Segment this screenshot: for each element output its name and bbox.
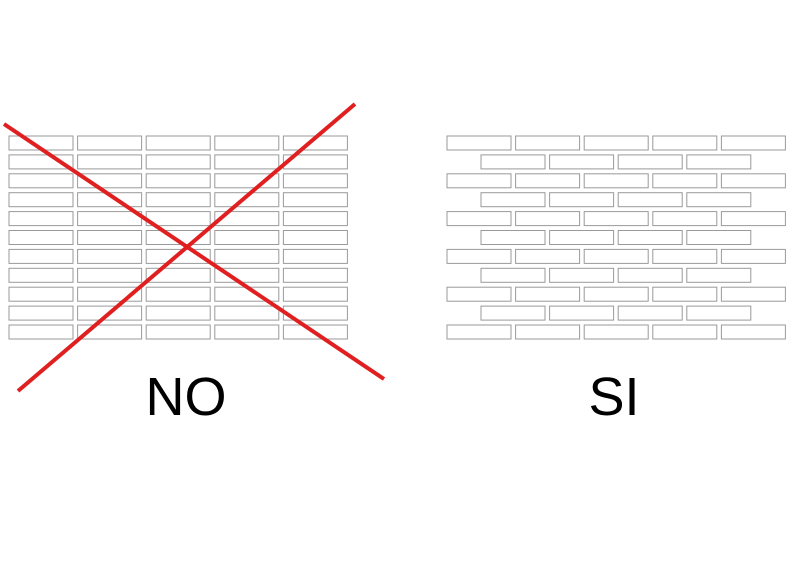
brick (652, 211, 718, 227)
brick (515, 173, 581, 189)
brick (77, 267, 143, 283)
brick (446, 173, 512, 189)
brick (549, 305, 615, 321)
brick (686, 154, 752, 170)
label-si: SI (588, 367, 640, 427)
brick (652, 173, 718, 189)
brick (480, 192, 546, 208)
brick (515, 286, 581, 302)
brick (282, 211, 348, 227)
brick (145, 135, 211, 151)
brick (480, 305, 546, 321)
brick (145, 173, 211, 189)
stack-bond-wall (8, 135, 348, 340)
brick (446, 135, 512, 151)
brick (686, 267, 752, 283)
brick (77, 230, 143, 245)
brick (480, 267, 546, 283)
brick (282, 286, 348, 302)
brick (583, 211, 649, 227)
cross-line (2, 122, 386, 381)
brick (652, 248, 718, 264)
brick (480, 230, 546, 245)
brick (214, 154, 280, 170)
brick (8, 324, 74, 340)
brick (686, 192, 752, 208)
brick (282, 230, 348, 245)
brick (282, 173, 348, 189)
brick (617, 154, 683, 170)
brick (583, 324, 649, 340)
cross-line (16, 102, 357, 393)
brick (720, 173, 786, 189)
brick (77, 154, 143, 170)
brick (145, 192, 211, 208)
brick (145, 154, 211, 170)
brick (145, 324, 211, 340)
brick (8, 286, 74, 302)
brick (720, 286, 786, 302)
brick (77, 211, 143, 227)
brick (77, 248, 143, 264)
running-bond-wall (446, 135, 786, 340)
brick (145, 305, 211, 321)
label-no: NO (145, 367, 227, 427)
brick (583, 135, 649, 151)
brick (282, 154, 348, 170)
brick (720, 211, 786, 227)
brick (480, 154, 546, 170)
brick (8, 173, 74, 189)
brick (446, 248, 512, 264)
cross-out-mark (2, 102, 386, 393)
brick (617, 230, 683, 245)
brick (214, 211, 280, 227)
brick (145, 267, 211, 283)
brick (515, 324, 581, 340)
brick (652, 324, 718, 340)
brick (617, 305, 683, 321)
brick (8, 192, 74, 208)
brick (617, 267, 683, 283)
brick (652, 135, 718, 151)
brick (77, 135, 143, 151)
brick (583, 173, 649, 189)
brick (720, 248, 786, 264)
brick (214, 324, 280, 340)
brick (617, 192, 683, 208)
brick (282, 192, 348, 208)
brick (214, 248, 280, 264)
brick (549, 267, 615, 283)
brick (8, 230, 74, 245)
brick (583, 248, 649, 264)
brick (8, 211, 74, 227)
brick (515, 135, 581, 151)
brick (214, 135, 280, 151)
brick (446, 211, 512, 227)
brick (8, 305, 74, 321)
brick (686, 305, 752, 321)
brick (549, 192, 615, 208)
brick (515, 211, 581, 227)
brick (446, 286, 512, 302)
brick (214, 192, 280, 208)
brick (549, 230, 615, 245)
brick (720, 135, 786, 151)
brick (214, 267, 280, 283)
brick (8, 248, 74, 264)
brick (145, 286, 211, 302)
brick (214, 230, 280, 245)
brick (282, 267, 348, 283)
brick (282, 248, 348, 264)
brick (583, 286, 649, 302)
brick (549, 154, 615, 170)
brick (720, 324, 786, 340)
brick (515, 248, 581, 264)
brick (652, 286, 718, 302)
brick (686, 230, 752, 245)
brick (446, 324, 512, 340)
brick (214, 305, 280, 321)
brick (8, 267, 74, 283)
